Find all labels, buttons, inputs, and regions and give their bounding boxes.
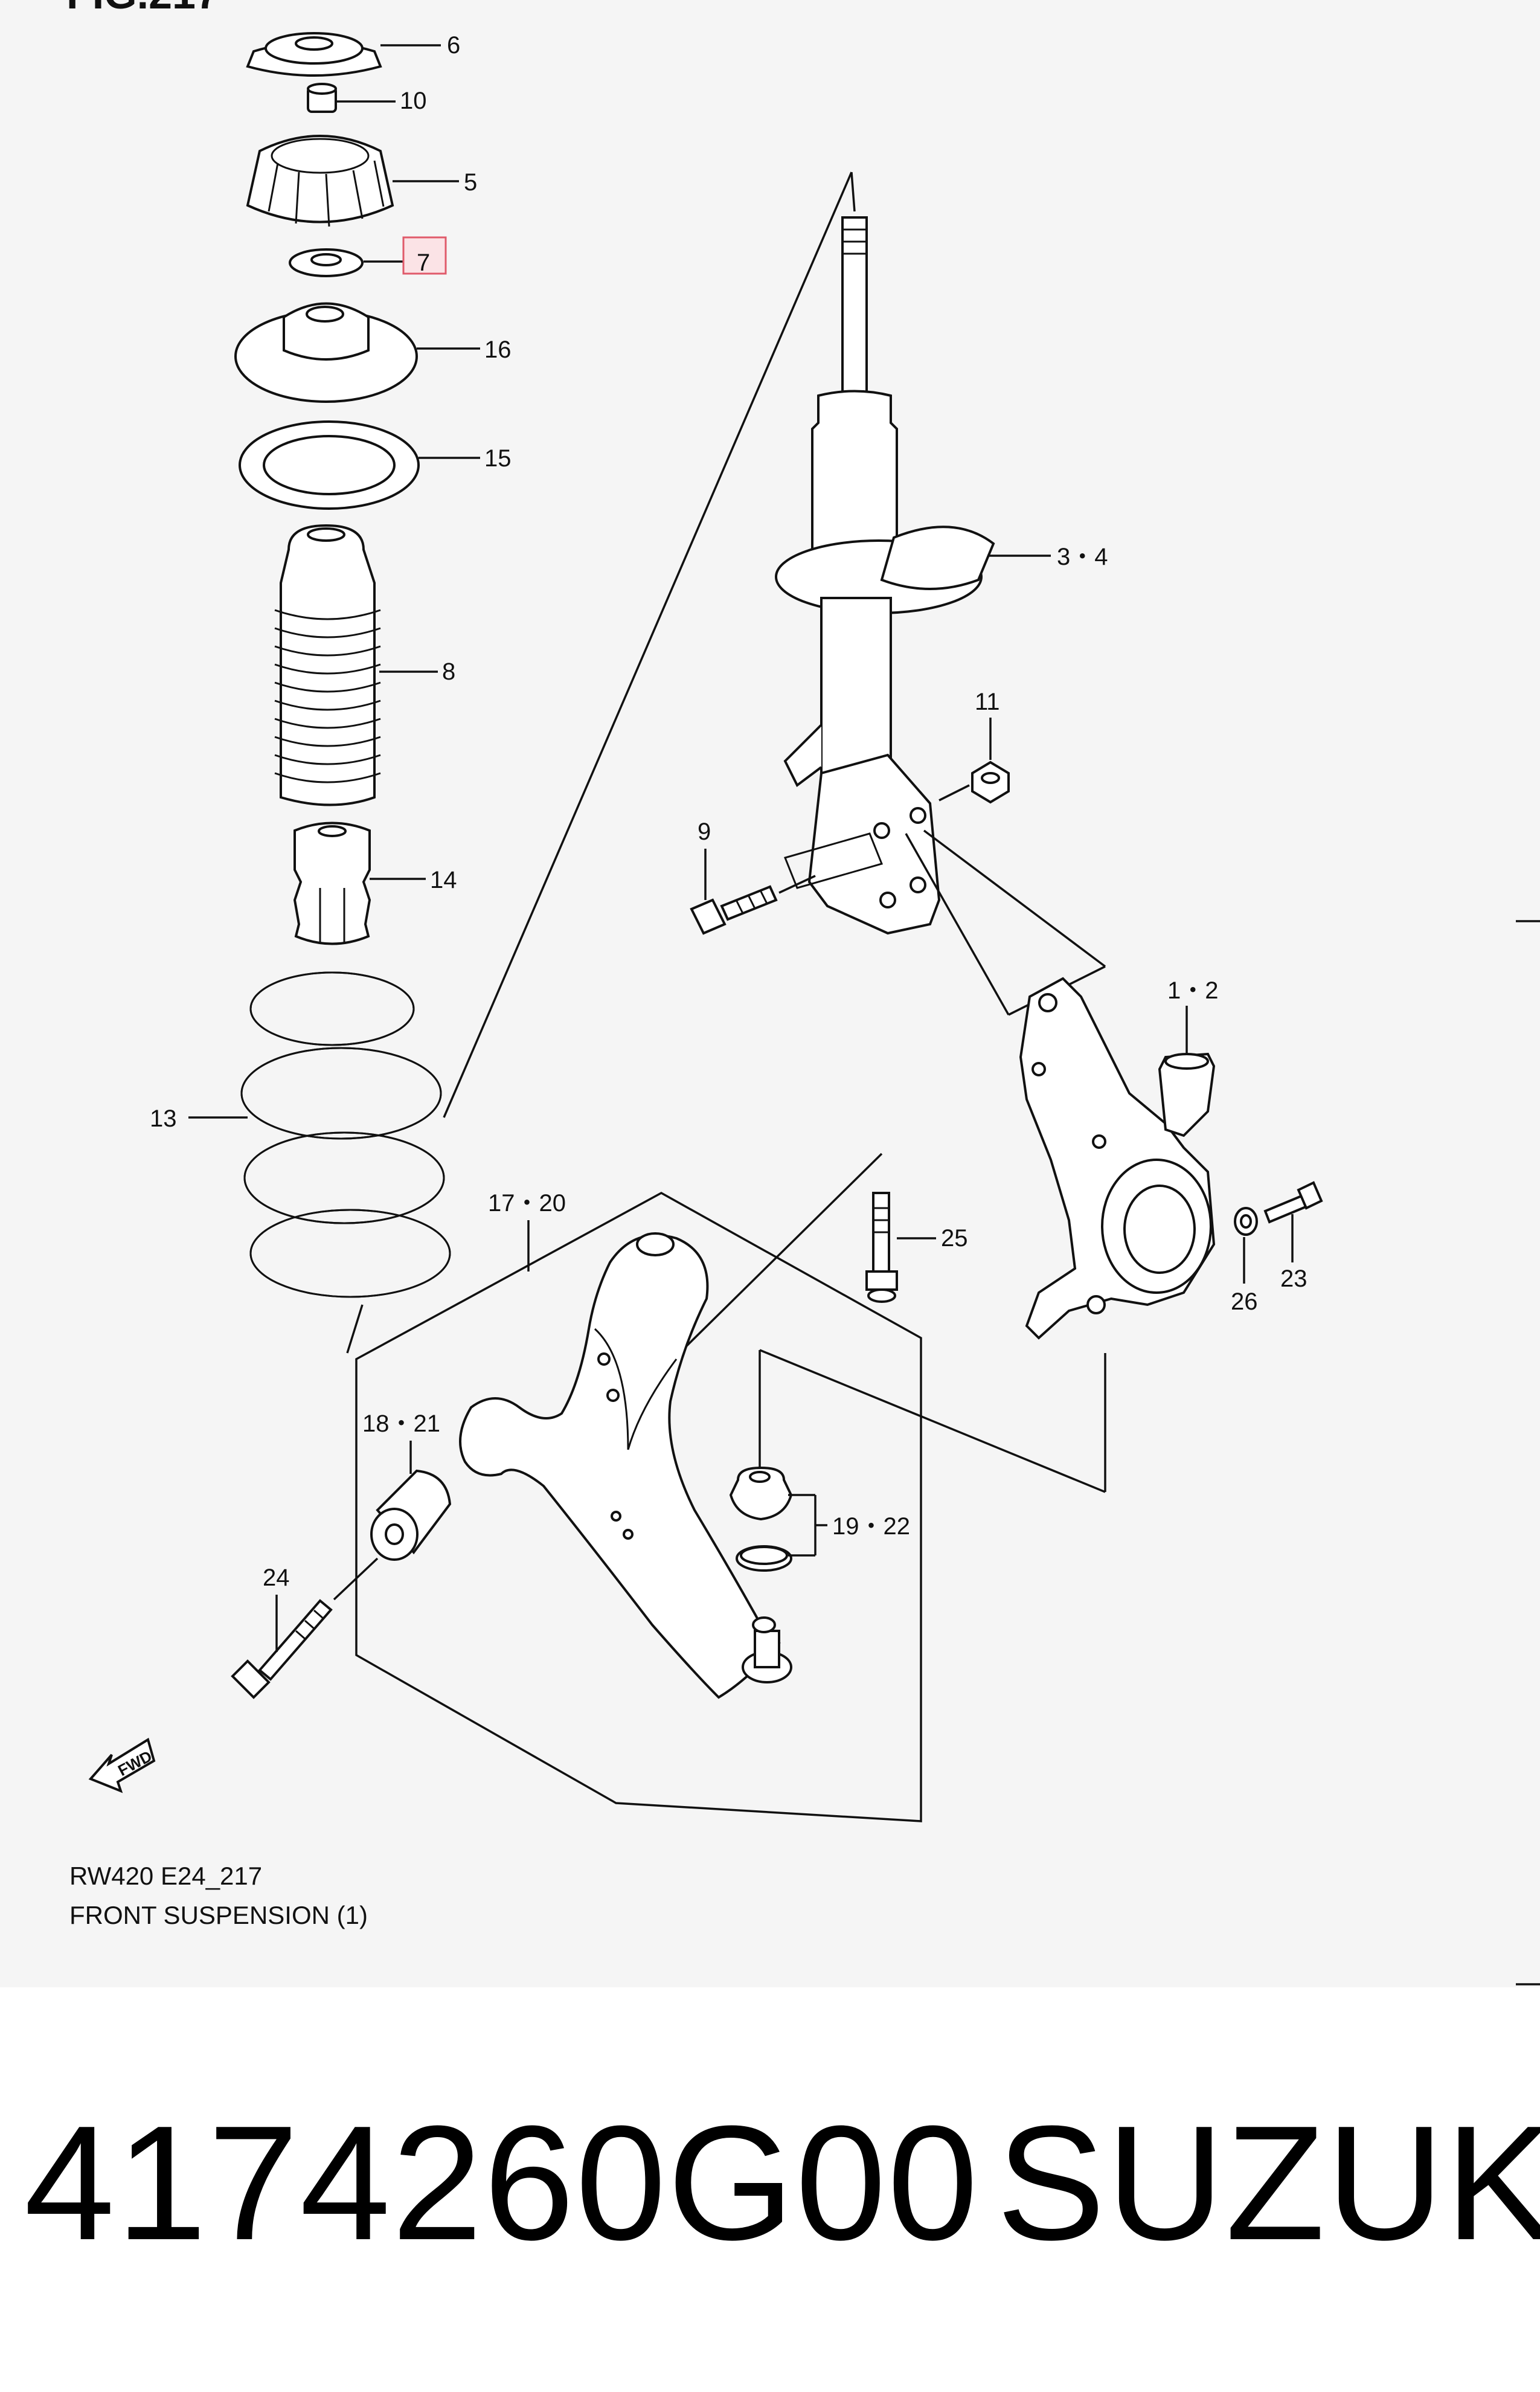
label-23: 23 bbox=[1280, 1265, 1307, 1292]
label-13: 13 bbox=[150, 1105, 177, 1132]
label-19-22: 19・22 bbox=[832, 1513, 910, 1540]
diagram-title: FRONT SUSPENSION (1) bbox=[69, 1901, 368, 1929]
label-18-21: 18・21 bbox=[362, 1410, 440, 1437]
part-9-bolt[interactable] bbox=[690, 885, 778, 935]
label-11: 11 bbox=[975, 689, 1000, 715]
highlight-box bbox=[402, 236, 447, 275]
exploded-parts-diagram: FIG.217 6 10 5 7 16 bbox=[66, 0, 1540, 1985]
part-3-4-strut-assembly[interactable] bbox=[775, 216, 995, 935]
part-18-21-bushing[interactable] bbox=[370, 1469, 452, 1561]
label-25: 25 bbox=[941, 1225, 968, 1252]
part-19-22-boot-and-clip[interactable] bbox=[729, 1466, 793, 1572]
part-16-spring-seat[interactable] bbox=[234, 302, 418, 403]
label-5: 5 bbox=[464, 169, 477, 196]
part-15-spring-insulator[interactable] bbox=[239, 420, 420, 510]
part-6-strut-mount[interactable] bbox=[246, 32, 382, 77]
part-number: 4174260G00 bbox=[24, 2092, 980, 2274]
part-13-coil-spring[interactable] bbox=[240, 971, 451, 1298]
label-26: 26 bbox=[1231, 1288, 1258, 1315]
label-10: 10 bbox=[400, 88, 427, 114]
part-1-2-knuckle[interactable] bbox=[1019, 977, 1216, 1340]
diagram-panel: FIG.217 6 10 5 7 16 bbox=[66, 0, 1540, 1985]
part-24-bolt[interactable] bbox=[231, 1599, 333, 1699]
diagram-code: RW420 E24_217 bbox=[69, 1862, 262, 1890]
part-5-strut-mount[interactable] bbox=[246, 135, 394, 227]
part-7-bearing[interactable] bbox=[289, 248, 364, 277]
part-8-dust-boot[interactable] bbox=[274, 524, 381, 806]
label-6: 6 bbox=[447, 32, 460, 59]
label-16: 16 bbox=[484, 336, 512, 363]
part-17-20-lower-arm[interactable] bbox=[459, 1232, 781, 1699]
lower-arm-group-outline bbox=[355, 1192, 922, 1822]
part-23-bolt[interactable] bbox=[1263, 1181, 1323, 1224]
label-7: 7 bbox=[417, 249, 430, 276]
label-24: 24 bbox=[263, 1564, 290, 1591]
label-14: 14 bbox=[430, 867, 457, 893]
figure-header: FIG.217 bbox=[66, 0, 219, 18]
label-3-4: 3・4 bbox=[1057, 544, 1108, 570]
part-14-bump-stopper[interactable] bbox=[293, 821, 371, 945]
part-26-washer[interactable] bbox=[1234, 1207, 1258, 1236]
brand-name: SUZUKI bbox=[996, 2092, 1540, 2274]
fwd-arrow-icon: FWD bbox=[88, 1737, 156, 1793]
label-8: 8 bbox=[442, 658, 455, 685]
ball-joint bbox=[742, 1616, 792, 1683]
label-1-2: 1・2 bbox=[1167, 977, 1219, 1004]
label-9: 9 bbox=[698, 818, 711, 845]
part-11-nut[interactable] bbox=[971, 760, 1010, 804]
label-17-20: 17・20 bbox=[488, 1190, 566, 1217]
label-15: 15 bbox=[484, 445, 512, 472]
part-10-nut[interactable] bbox=[307, 83, 337, 113]
part-25-bolt[interactable] bbox=[865, 1192, 898, 1303]
